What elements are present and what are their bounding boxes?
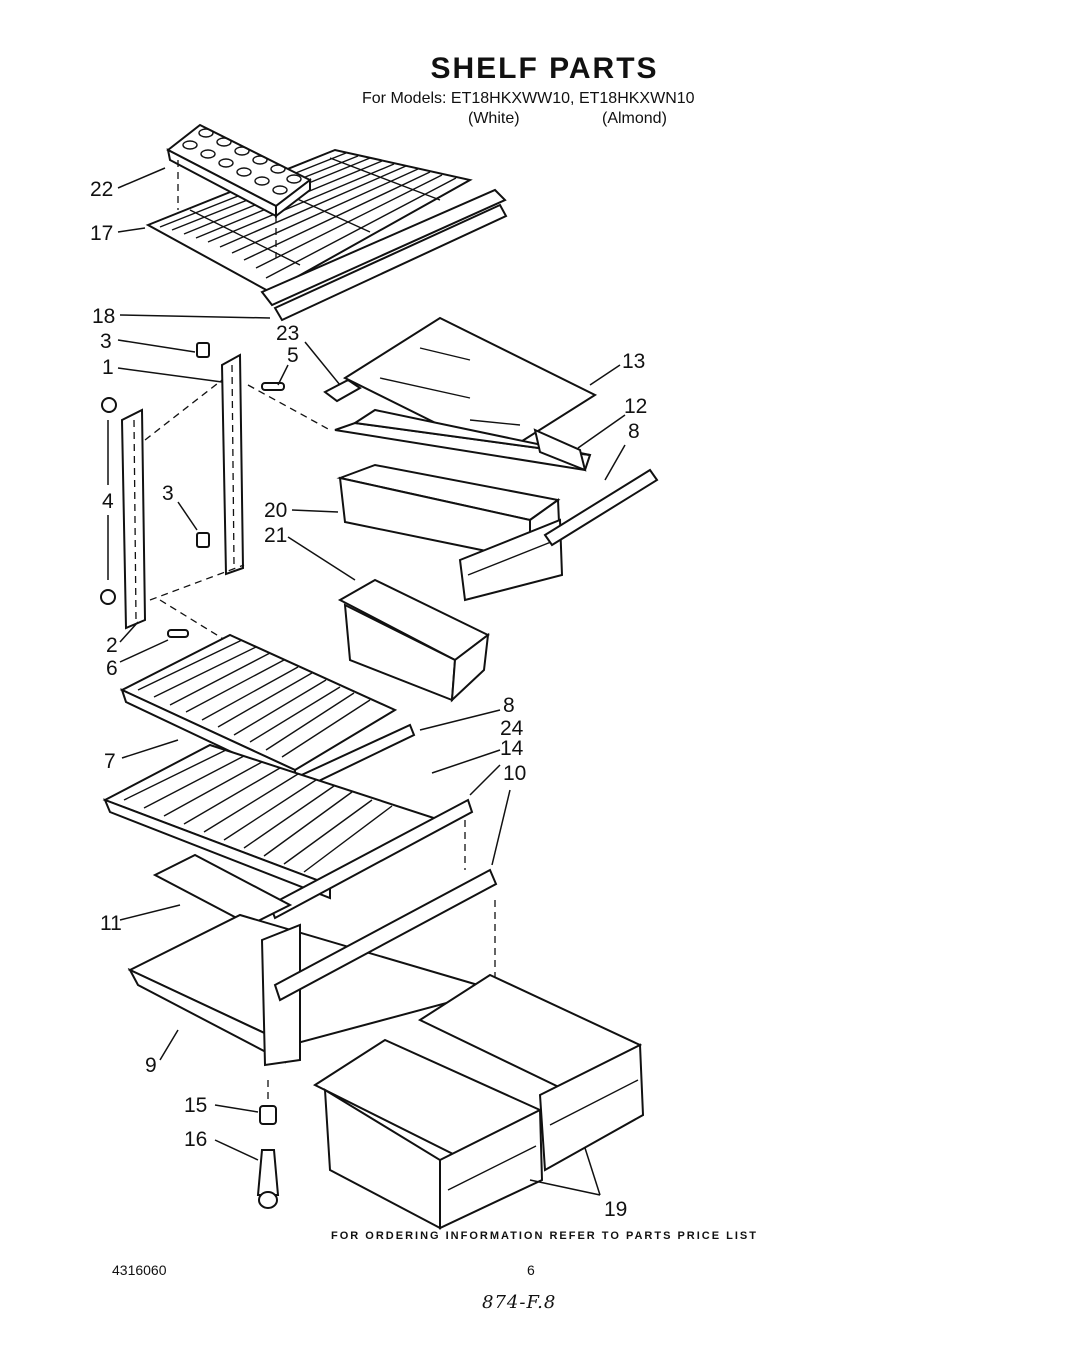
callout-11: 11 bbox=[100, 912, 122, 935]
callout-21: 21 bbox=[264, 524, 287, 547]
leveling-leg bbox=[256, 1149, 280, 1209]
ordering-note: FOR ORDERING INFORMATION REFER TO PARTS … bbox=[331, 1230, 758, 1242]
frame-side-rail bbox=[533, 428, 587, 472]
callout-24: 24 bbox=[500, 717, 524, 740]
callout-17: 17 bbox=[90, 222, 113, 245]
shelf-clip-top bbox=[196, 342, 210, 358]
callout-7: 7 bbox=[104, 750, 116, 773]
crisper-drawer-left bbox=[312, 1038, 544, 1230]
drawer-front-trim bbox=[543, 468, 659, 547]
variant-white: (White) bbox=[468, 110, 520, 127]
callout-12: 12 bbox=[624, 395, 647, 418]
callout-3-lower: 3 bbox=[162, 482, 174, 505]
callout-9: 9 bbox=[145, 1054, 157, 1077]
callout-5: 5 bbox=[287, 344, 299, 367]
screw-upper bbox=[261, 382, 285, 391]
callout-2: 2 bbox=[106, 634, 118, 657]
leveling-cap bbox=[259, 1105, 277, 1125]
shelf-clip-middle bbox=[196, 532, 210, 548]
callout-4: 4 bbox=[102, 490, 114, 513]
document-number: 4316060 bbox=[112, 1262, 167, 1278]
callout-18: 18 bbox=[92, 305, 115, 328]
page-title: SHELF PARTS bbox=[430, 52, 659, 85]
callout-23: 23 bbox=[276, 322, 299, 345]
shelf-trim-rail bbox=[260, 188, 508, 322]
callout-15: 15 bbox=[184, 1094, 207, 1117]
callout-leaders bbox=[107, 167, 626, 1196]
callout-6: 6 bbox=[106, 657, 118, 680]
callout-16: 16 bbox=[184, 1128, 207, 1151]
storage-bin bbox=[337, 578, 490, 703]
models-line: For Models: ET18HKXWW10, ET18HKXWN10 bbox=[362, 90, 695, 107]
callout-8-lower: 8 bbox=[503, 694, 515, 717]
deli-drawer-frame bbox=[334, 408, 592, 472]
callout-19: 19 bbox=[604, 1198, 627, 1221]
callout-13: 13 bbox=[622, 350, 645, 373]
deli-drawer bbox=[336, 463, 564, 602]
shelf-ladder-right bbox=[220, 353, 245, 576]
crisper-drawer-right bbox=[417, 973, 645, 1172]
callout-1: 1 bbox=[102, 356, 114, 379]
variant-almond: (Almond) bbox=[602, 110, 667, 127]
handwritten-note: 874-F.8 bbox=[482, 1292, 557, 1313]
callout-8-upper: 8 bbox=[628, 420, 640, 443]
callout-20: 20 bbox=[264, 499, 287, 522]
glass-shelf-bracket bbox=[323, 378, 362, 403]
page-number: 6 bbox=[527, 1262, 535, 1278]
callout-3-upper: 3 bbox=[100, 330, 112, 353]
rail-end-cap-bottom bbox=[100, 589, 116, 605]
callout-10: 10 bbox=[503, 762, 526, 785]
callout-22: 22 bbox=[90, 178, 113, 201]
screw-lower bbox=[167, 629, 189, 638]
callout-14: 14 bbox=[500, 737, 524, 760]
rail-end-cap-top bbox=[101, 397, 117, 413]
callout-labels: 22 17 18 3 23 5 1 13 12 8 3 20 21 4 2 6 … bbox=[90, 178, 647, 1221]
crisper-cover-glass bbox=[152, 853, 293, 927]
fresh-food-shelf-lower bbox=[102, 743, 443, 900]
shelf-ladder-left bbox=[120, 408, 147, 630]
